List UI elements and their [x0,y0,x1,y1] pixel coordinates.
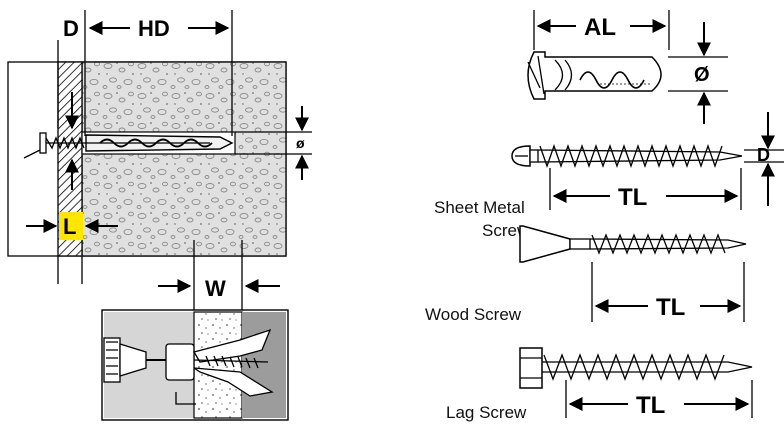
lag-screw-diagram: TL Lag Screw [446,347,753,422]
anchor-diameter-label: Ø [694,64,710,86]
length-label-highlight [59,212,83,240]
screw-diameter-label: D [757,145,770,165]
wood-screw-length-label: TL [656,294,685,321]
wall-thickness-label: W [205,276,226,301]
lag-screw-caption: Lag Screw [446,403,527,422]
expanded-anchor [165,328,274,405]
hole-diameter-label: ø [296,135,305,151]
sheet-metal-caption-1: Sheet Metal [434,198,525,217]
installed-screw [23,132,210,159]
lag-screw-length-label: TL [636,392,665,419]
plastic-anchor-diagram: AL Ø [527,10,728,124]
sheet-metal-length-label: TL [618,184,647,211]
anchor-length-label: AL [584,14,616,41]
hollow-wall-diagram: W [101,240,289,421]
installed-anchor-diagram: D HD ø L [7,10,312,284]
sheet-metal-screw-diagram: D TL Sheet Metal Screw [434,112,784,240]
wood-screw-diagram: TL Wood Screw [425,225,747,324]
wood-screw-caption: Wood Screw [425,305,522,324]
length-label: L [63,214,76,239]
anchor-fins [579,71,645,89]
concrete-block [81,61,287,257]
screwdriver [103,337,168,383]
hole-depth-label: HD [138,16,170,41]
sheet-metal-caption-2: Screw [482,221,530,240]
depth-label: D [63,16,79,41]
